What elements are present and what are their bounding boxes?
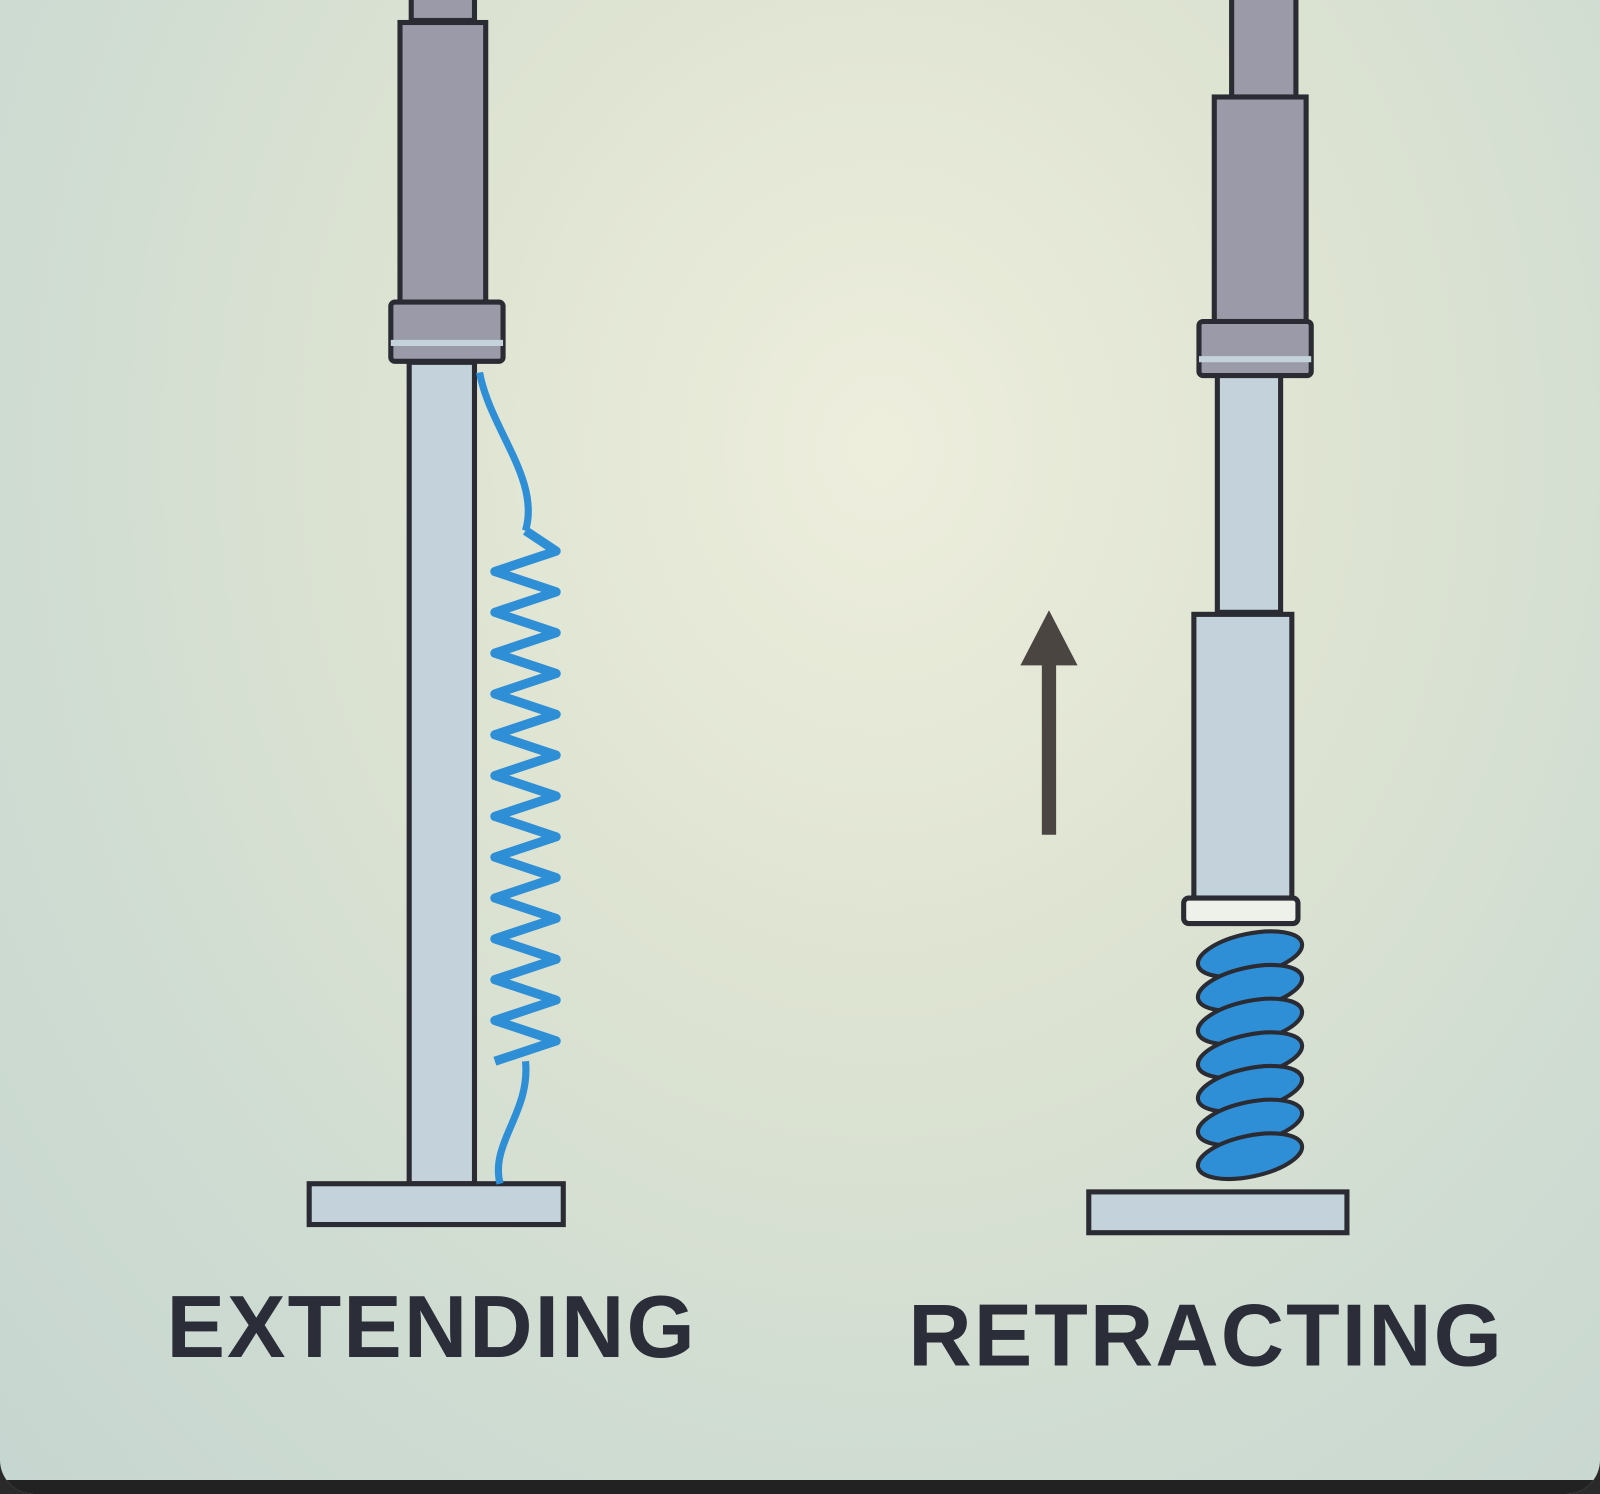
extending-post [306,0,566,1228]
base [1086,1189,1350,1236]
retracting-label: RETRACTING [908,1286,1504,1384]
up-arrow-icon [1020,610,1078,835]
lower-tube [406,359,478,1187]
retracting-post [1086,0,1350,1236]
collar [1196,318,1314,379]
coiled-cable [490,526,561,1066]
compressed-cable [1195,929,1305,1182]
top-tube [1229,0,1299,100]
top-tube [408,0,478,24]
seal-ring [1181,895,1301,927]
extending-label: EXTENDING [166,1278,696,1376]
upper-body [397,19,489,305]
sleeve [1191,611,1295,901]
cable-loop [1195,1131,1305,1182]
screen-bezel [0,1480,1600,1494]
upper-body [1211,94,1309,325]
base [306,1181,566,1228]
collar [388,299,506,364]
lower-tube [1214,373,1284,615]
